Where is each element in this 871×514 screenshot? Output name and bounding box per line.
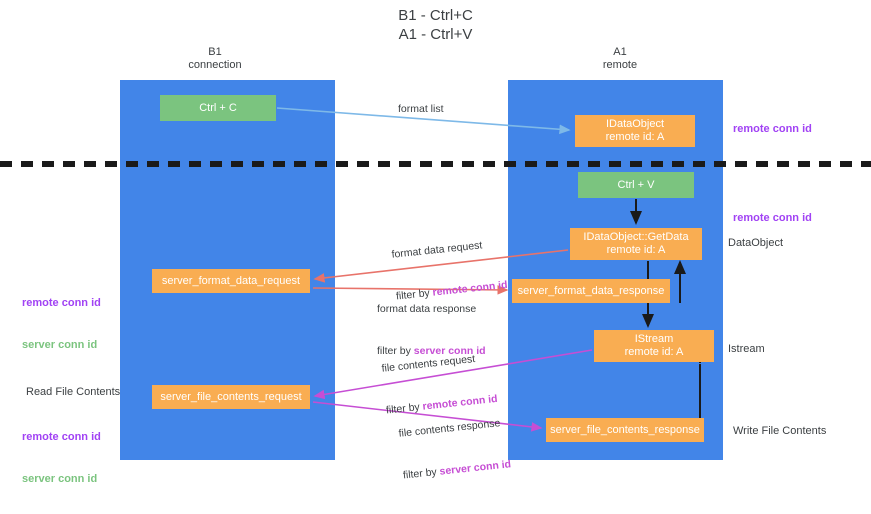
box-idataobject-title: IDataObject (605, 118, 665, 130)
box-server-format-data-request-label: server_format_data_request (161, 274, 301, 287)
box-istream-subtitle: remote id: A (624, 346, 684, 358)
diagram-canvas: B1 - Ctrl+C A1 - Ctrl+V B1 connection A1… (0, 7, 871, 485)
box-server-file-contents-request-label: server_file_contents_request (160, 390, 302, 403)
label-remote-conn-id-top: remote conn id (733, 123, 812, 135)
arrow-label-file-contents-response: file contents response filter by server … (395, 388, 515, 511)
box-istream[interactable]: IStream remote id: A (594, 330, 714, 362)
column-header-b1: B1 connection (188, 46, 242, 71)
legend-remote-conn-id-bottom: remote conn id (22, 431, 101, 443)
arrow-label-file-contents-request-line1: file contents request (381, 353, 476, 375)
page-title: B1 - Ctrl+C A1 - Ctrl+V (398, 7, 473, 43)
box-server-format-data-response-label: server_format_data_response (517, 284, 665, 297)
box-ctrl-c-label: Ctrl + C (199, 101, 237, 114)
box-ctrl-v[interactable]: Ctrl + V (578, 172, 694, 198)
label-write-file-contents: Write File Contents (733, 425, 827, 437)
arrow-label-format-data-response-line1: format data response (377, 303, 477, 315)
filter-prefix: filter by (402, 465, 441, 482)
filter-key: server conn id (438, 458, 512, 478)
arrow-label-file-contents-response-line2: filter by server conn id (402, 457, 511, 482)
legend-remote-conn-id-mid: remote conn id (22, 297, 101, 309)
legend-server-conn-id-mid: server conn id (22, 339, 98, 351)
column-header-a1: A1 remote (602, 46, 638, 71)
box-idataobject-subtitle: remote id: A (605, 131, 665, 143)
box-server-format-data-request[interactable]: server_format_data_request (152, 269, 310, 293)
label-istream: Istream (728, 343, 765, 355)
legend-server-conn-id-bottom: server conn id (22, 473, 98, 485)
arrow-label-format-data-response-line2: filter by server conn id (377, 344, 486, 358)
box-ctrl-c[interactable]: Ctrl + C (160, 95, 276, 121)
arrow-label-format-list: format list (398, 103, 444, 115)
box-istream-title: IStream (634, 333, 674, 345)
label-dataobject: DataObject (728, 237, 784, 249)
filter-prefix: filter by (377, 345, 414, 357)
arrow-label-file-contents-response-line1: file contents response (398, 417, 501, 440)
box-ctrl-v-label: Ctrl + V (617, 178, 655, 191)
box-idataobject-getdata[interactable]: IDataObject::GetData remote id: A (570, 228, 702, 260)
section-divider (0, 154, 871, 167)
box-server-file-contents-response-label: server_file_contents_response (550, 423, 700, 436)
legend-conn-ids-bottom: remote conn id server conn id (22, 402, 101, 514)
box-server-format-data-response[interactable]: server_format_data_response (512, 279, 670, 303)
filter-key: server conn id (413, 345, 486, 357)
box-getdata-title: IDataObject::GetData (583, 231, 689, 243)
label-read-file-contents: Read File Contents (26, 386, 121, 398)
legend-conn-ids-mid: remote conn id server conn id (22, 268, 101, 380)
box-idataobject[interactable]: IDataObject remote id: A (575, 115, 695, 147)
box-getdata-subtitle: remote id: A (606, 244, 666, 256)
label-remote-conn-id-mid: remote conn id (733, 212, 812, 224)
arrow-label-format-data-request-line1: format data request (391, 239, 483, 261)
box-server-file-contents-request[interactable]: server_file_contents_request (152, 385, 310, 409)
box-server-file-contents-response[interactable]: server_file_contents_response (546, 418, 704, 442)
arrow-label-format-data-response: format data response filter by server co… (377, 274, 486, 386)
